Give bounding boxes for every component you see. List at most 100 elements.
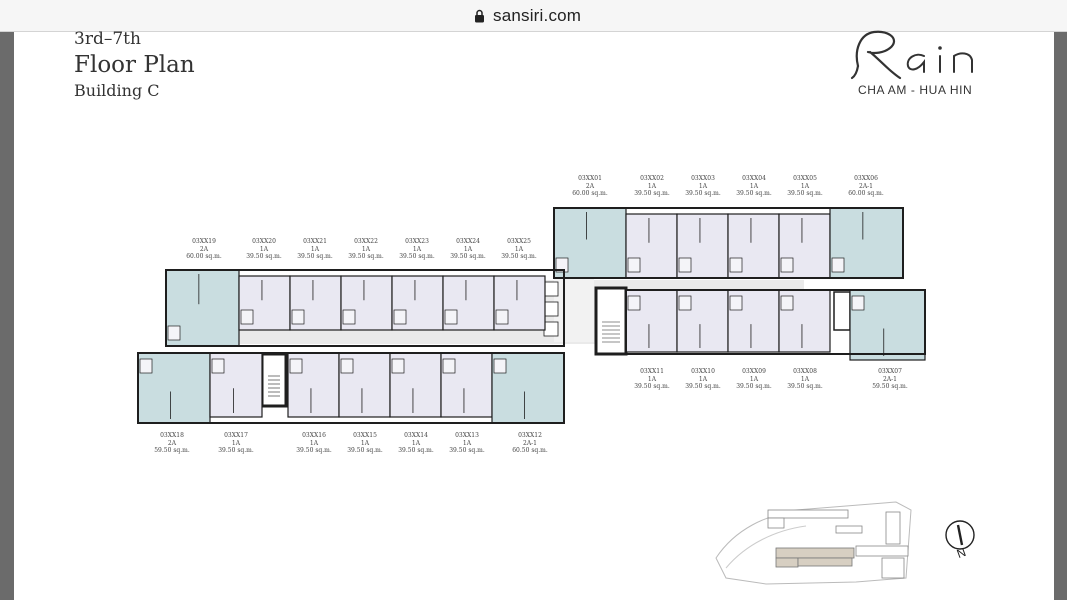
unit-type: 1A — [800, 375, 810, 383]
unit-code: 03XX16 — [302, 432, 326, 439]
unit-type: 1A — [800, 182, 810, 190]
bathroom — [493, 358, 507, 374]
unit-code: 03XX17 — [224, 432, 248, 439]
bathroom — [342, 309, 356, 325]
unit-code: 03XX02 — [640, 175, 664, 182]
bathroom — [340, 358, 354, 374]
unit-code: 03XX22 — [354, 238, 378, 245]
unit-type: 2A-1 — [859, 182, 873, 190]
unit-area: 39.50 sq.m. — [634, 383, 670, 390]
unit-area: 39.50 sq.m. — [399, 253, 435, 260]
unit-type: 1A — [647, 182, 657, 190]
bathroom — [291, 309, 305, 325]
unit-code: 03XX03 — [691, 175, 715, 182]
unit-code: 03XX11 — [640, 368, 664, 375]
lift — [543, 301, 559, 317]
unit-type: 1A — [514, 245, 524, 253]
unit-area: 39.50 sq.m. — [736, 383, 772, 390]
bathroom — [729, 295, 743, 311]
unit-area: 59.50 sq.m. — [154, 447, 190, 454]
unit-type: 1A — [259, 245, 269, 253]
page-title: Floor Plan — [74, 52, 195, 78]
bathroom — [780, 257, 794, 273]
unit-code: 03XX15 — [353, 432, 377, 439]
unit-type: 1A — [309, 439, 319, 447]
bathroom — [495, 309, 509, 325]
unit-type: 1A — [411, 439, 421, 447]
outer-wall — [625, 289, 926, 355]
unit-code: 03XX18 — [160, 432, 184, 439]
lift — [543, 281, 559, 297]
unit-area: 39.50 sq.m. — [787, 190, 823, 197]
unit-code: 03XX07 — [878, 368, 902, 375]
building-name: Building C — [74, 81, 160, 100]
stair-core — [833, 291, 851, 331]
floor-plan-sheet: 3rd–7th Floor Plan Building C CHA AM - H… — [14, 29, 1054, 600]
bathroom — [211, 358, 225, 374]
unit-area: 39.50 sq.m. — [398, 447, 434, 454]
bathroom — [780, 295, 794, 311]
unit-area: 39.50 sq.m. — [246, 253, 282, 260]
bathroom — [627, 257, 641, 273]
unit-area: 39.50 sq.m. — [297, 253, 333, 260]
unit-area: 39.50 sq.m. — [218, 447, 254, 454]
unit-type: 1A — [412, 245, 422, 253]
outer-wall — [165, 269, 565, 347]
unit-code: 03XX23 — [405, 238, 429, 245]
bathroom — [289, 358, 303, 374]
bathroom — [831, 257, 845, 273]
bathroom — [240, 309, 254, 325]
unit-type: 2A-1 — [883, 375, 897, 383]
unit-type: 2A-1 — [523, 439, 537, 447]
unit-code: 03XX14 — [404, 432, 428, 439]
unit-type: 1A — [698, 182, 708, 190]
bathroom — [393, 309, 407, 325]
unit-type: 1A — [360, 439, 370, 447]
outer-wall — [553, 207, 904, 279]
unit-area: 39.50 sq.m. — [296, 447, 332, 454]
site-key-map — [715, 501, 912, 585]
unit-area: 39.50 sq.m. — [347, 447, 383, 454]
bathroom — [555, 257, 569, 273]
bathroom — [391, 358, 405, 374]
bathroom — [167, 325, 181, 341]
unit-type: 2A — [199, 245, 209, 253]
core — [554, 278, 594, 342]
floor-plan-drawing — [137, 207, 926, 424]
bathroom — [444, 309, 458, 325]
bathroom — [678, 257, 692, 273]
unit-type: 1A — [462, 439, 472, 447]
unit-area: 59.50 sq.m. — [872, 383, 908, 390]
browser-address-bar[interactable]: sansiri.com — [0, 0, 1067, 32]
unit-area: 39.50 sq.m. — [449, 447, 485, 454]
unit-area: 39.50 sq.m. — [685, 190, 721, 197]
url-domain[interactable]: sansiri.com — [493, 6, 582, 25]
unit-area: 39.50 sq.m. — [348, 253, 384, 260]
unit-code: 03XX01 — [578, 175, 602, 182]
bathroom — [678, 295, 692, 311]
north-compass — [945, 520, 975, 550]
unit-area: 60.00 sq.m. — [848, 190, 884, 197]
unit-area: 39.50 sq.m. — [450, 253, 486, 260]
unit-code: 03XX25 — [507, 238, 531, 245]
unit-type: 2A — [585, 182, 595, 190]
unit-code: 03XX13 — [455, 432, 479, 439]
unit-area: 39.50 sq.m. — [501, 253, 537, 260]
unit-area: 60.00 sq.m. — [572, 190, 608, 197]
unit-area: 60.50 sq.m. — [512, 447, 548, 454]
lock-icon — [475, 9, 484, 23]
